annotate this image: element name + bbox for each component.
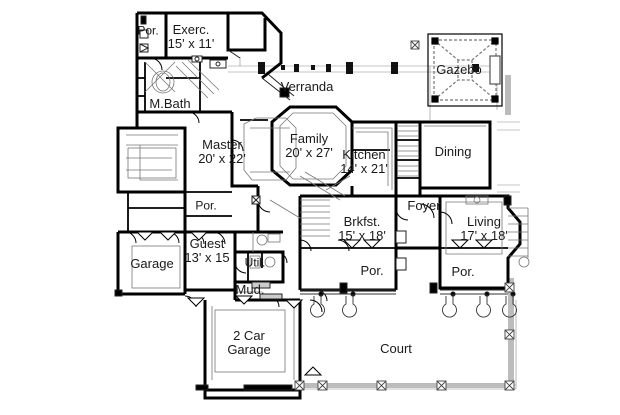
fixture-details — [126, 59, 503, 380]
gazebo-site-wall — [505, 75, 511, 115]
window-marks — [135, 231, 494, 376]
court-column-markers — [294, 40, 515, 391]
misc-hardware — [114, 15, 512, 391]
porch-columns — [258, 62, 479, 74]
porch-arch-details — [300, 289, 517, 318]
door-swings — [124, 57, 453, 313]
interior-partitions — [127, 58, 508, 282]
living-porch-steps — [508, 207, 530, 268]
gazebo-structure — [427, 33, 503, 107]
court-south-wall — [298, 383, 511, 388]
